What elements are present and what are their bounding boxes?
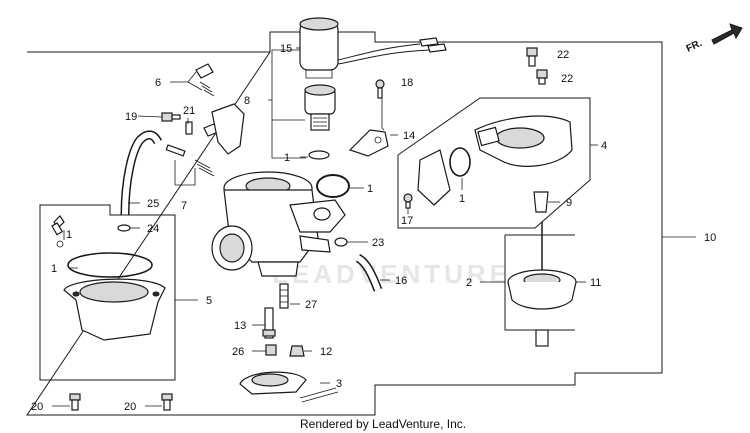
leader-lines [52,47,696,407]
diagram-frame [26,31,663,416]
callout-16: 16 [395,275,407,287]
part-6-screw-spring [195,63,215,97]
callout-9: 9 [566,197,572,209]
front-direction-arrow: FR. [685,23,743,55]
callout-18: 18 [401,77,413,89]
callout-27: 27 [305,299,317,311]
callout-25: 25 [147,198,159,210]
part-5-float-chamber [39,204,176,381]
part-19-21-7-screws [161,112,219,177]
callout-4: 4 [601,140,607,152]
arrow-icon [711,23,743,45]
callout-20a: 20 [31,401,43,413]
callout-3: 3 [336,378,342,390]
part-jets-13-27-26-12 [262,283,305,357]
part-23-clip [334,237,348,247]
render-credit: Rendered by LeadVenture, Inc. [300,417,466,431]
callout-numbers: 15 6 8 18 22 22 19 21 14 4 1 1 1 1 1 7 2… [31,43,716,413]
callout-1c: 1 [459,193,465,205]
callout-1e: 1 [51,263,57,275]
callout-15: 15 [280,43,292,55]
watermark-text: LEADVENTURE [272,259,511,289]
callout-14: 14 [403,130,415,142]
part-9-jet-needle [533,191,549,213]
front-direction-label: FR. [685,38,704,55]
part-3-float [239,371,339,403]
callout-11: 11 [590,277,601,289]
part-20-drain-screws [69,393,173,411]
carburetor-body [211,171,346,277]
throttle-lever [211,103,245,155]
callout-24: 24 [147,223,159,235]
part-25-vent-hose-inner [122,132,161,216]
callout-22b: 22 [561,73,573,85]
callout-1b: 1 [367,183,373,195]
callout-23: 23 [372,237,384,249]
part-14-bracket [348,129,389,157]
part-17-screw [403,193,413,209]
callout-1d: 1 [66,229,72,241]
part-22-bolts [526,47,548,85]
part-18-screw [375,79,385,99]
callout-22a: 22 [557,49,569,61]
callout-20b: 20 [124,401,136,413]
callout-10: 10 [704,232,716,244]
part-2-11-diaphragm [504,222,577,347]
callout-26: 26 [232,346,244,358]
part-8-starter-valve [304,84,336,160]
callout-19: 19 [125,111,137,123]
callout-8: 8 [244,95,250,107]
callout-7: 7 [181,200,187,212]
callout-13: 13 [234,320,246,332]
callout-21: 21 [183,105,195,117]
part-4-top-cover [397,97,591,229]
part-15-auto-choke [299,17,447,79]
callout-6: 6 [155,77,161,89]
callout-17: 17 [401,215,413,227]
part-24-clip [117,224,131,232]
callout-12: 12 [320,346,332,358]
callout-2: 2 [466,277,472,289]
callout-5: 5 [206,295,212,307]
callout-1a: 1 [284,152,290,164]
part-1-o-ring-a [316,174,350,198]
